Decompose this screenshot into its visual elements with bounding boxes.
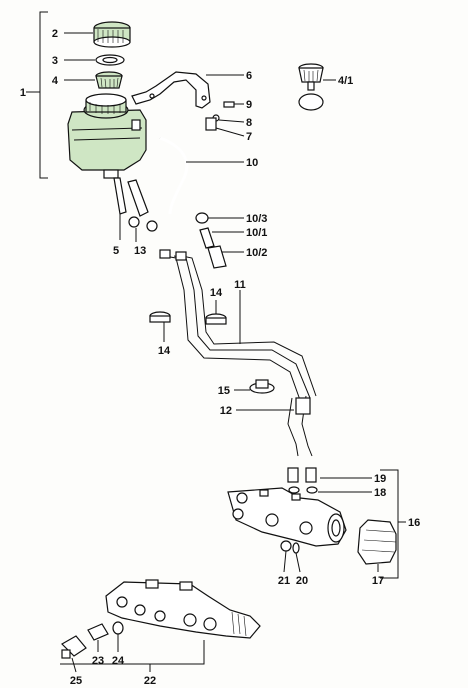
label-4: 4 bbox=[52, 75, 59, 87]
part-14-grommet-right bbox=[205, 300, 227, 325]
label-23: 23 bbox=[92, 655, 104, 667]
label-16: 16 bbox=[408, 517, 420, 529]
label-15: 15 bbox=[218, 385, 230, 397]
part-6-mounting-bracket bbox=[131, 71, 244, 109]
part-24-o-ring bbox=[112, 621, 124, 652]
part-25-switch bbox=[61, 635, 87, 673]
part-9-screw bbox=[223, 101, 244, 108]
part-17-dust-boot bbox=[357, 519, 397, 572]
label-24: 24 bbox=[112, 655, 125, 667]
label-11: 11 bbox=[234, 279, 246, 291]
label-1: 1 bbox=[20, 87, 26, 99]
part-7-clip bbox=[205, 117, 245, 137]
label-18: 18 bbox=[374, 487, 386, 499]
label-5: 5 bbox=[113, 245, 119, 257]
part-20-washer bbox=[292, 542, 301, 573]
part-4-1-filler-screen bbox=[298, 63, 336, 111]
label-20: 20 bbox=[296, 575, 308, 587]
label-8: 8 bbox=[246, 117, 252, 129]
part-10-hose bbox=[159, 136, 244, 215]
part-2-cap bbox=[64, 21, 131, 48]
part-13-hose-clamps bbox=[128, 216, 158, 242]
brake-fluid-reservoir bbox=[67, 93, 147, 179]
part-12-brake-lines-lower bbox=[236, 395, 313, 457]
label-2: 2 bbox=[52, 28, 58, 40]
label-13: 13 bbox=[134, 245, 146, 257]
label-14-left: 14 bbox=[158, 345, 171, 357]
label-7: 7 bbox=[246, 131, 252, 143]
bracket-group-1 bbox=[26, 11, 48, 179]
part-16-master-cylinder bbox=[227, 469, 406, 579]
part-3-gasket bbox=[64, 54, 125, 66]
label-14-right: 14 bbox=[210, 287, 223, 299]
part-18-rings bbox=[288, 486, 372, 494]
part-21-bolt bbox=[280, 540, 292, 573]
label-19: 19 bbox=[374, 473, 386, 485]
part-15-grommet bbox=[234, 379, 275, 394]
label-9: 9 bbox=[246, 99, 252, 111]
part-23-fitting bbox=[87, 623, 109, 652]
part-4-strainer bbox=[64, 71, 123, 89]
label-10-3: 10/3 bbox=[246, 213, 267, 225]
part-10-3-nut bbox=[195, 212, 244, 224]
label-6: 6 bbox=[246, 70, 252, 82]
label-21: 21 bbox=[278, 575, 290, 587]
label-22: 22 bbox=[144, 675, 156, 687]
label-17: 17 bbox=[372, 575, 384, 587]
label-4-1: 4/1 bbox=[338, 75, 353, 87]
part-5-hoses bbox=[113, 177, 149, 240]
label-25: 25 bbox=[70, 675, 82, 687]
part-14-grommet-left bbox=[149, 311, 171, 342]
part-labels: 1 2 3 4 4/1 5 6 7 8 9 10 10/1 10/2 10/3 … bbox=[20, 28, 420, 687]
label-12: 12 bbox=[220, 405, 232, 417]
label-3: 3 bbox=[52, 55, 58, 67]
label-10-1: 10/1 bbox=[246, 227, 267, 239]
part-22-master-cylinder-assembly bbox=[60, 579, 261, 672]
part-10-1-tube bbox=[199, 227, 244, 249]
label-10: 10 bbox=[246, 157, 258, 169]
part-11-brake-lines bbox=[159, 249, 317, 401]
part-8-washer bbox=[212, 114, 245, 123]
part-19-seals bbox=[287, 467, 372, 483]
part-10-2-grommet bbox=[207, 245, 244, 269]
label-10-2: 10/2 bbox=[246, 247, 267, 259]
